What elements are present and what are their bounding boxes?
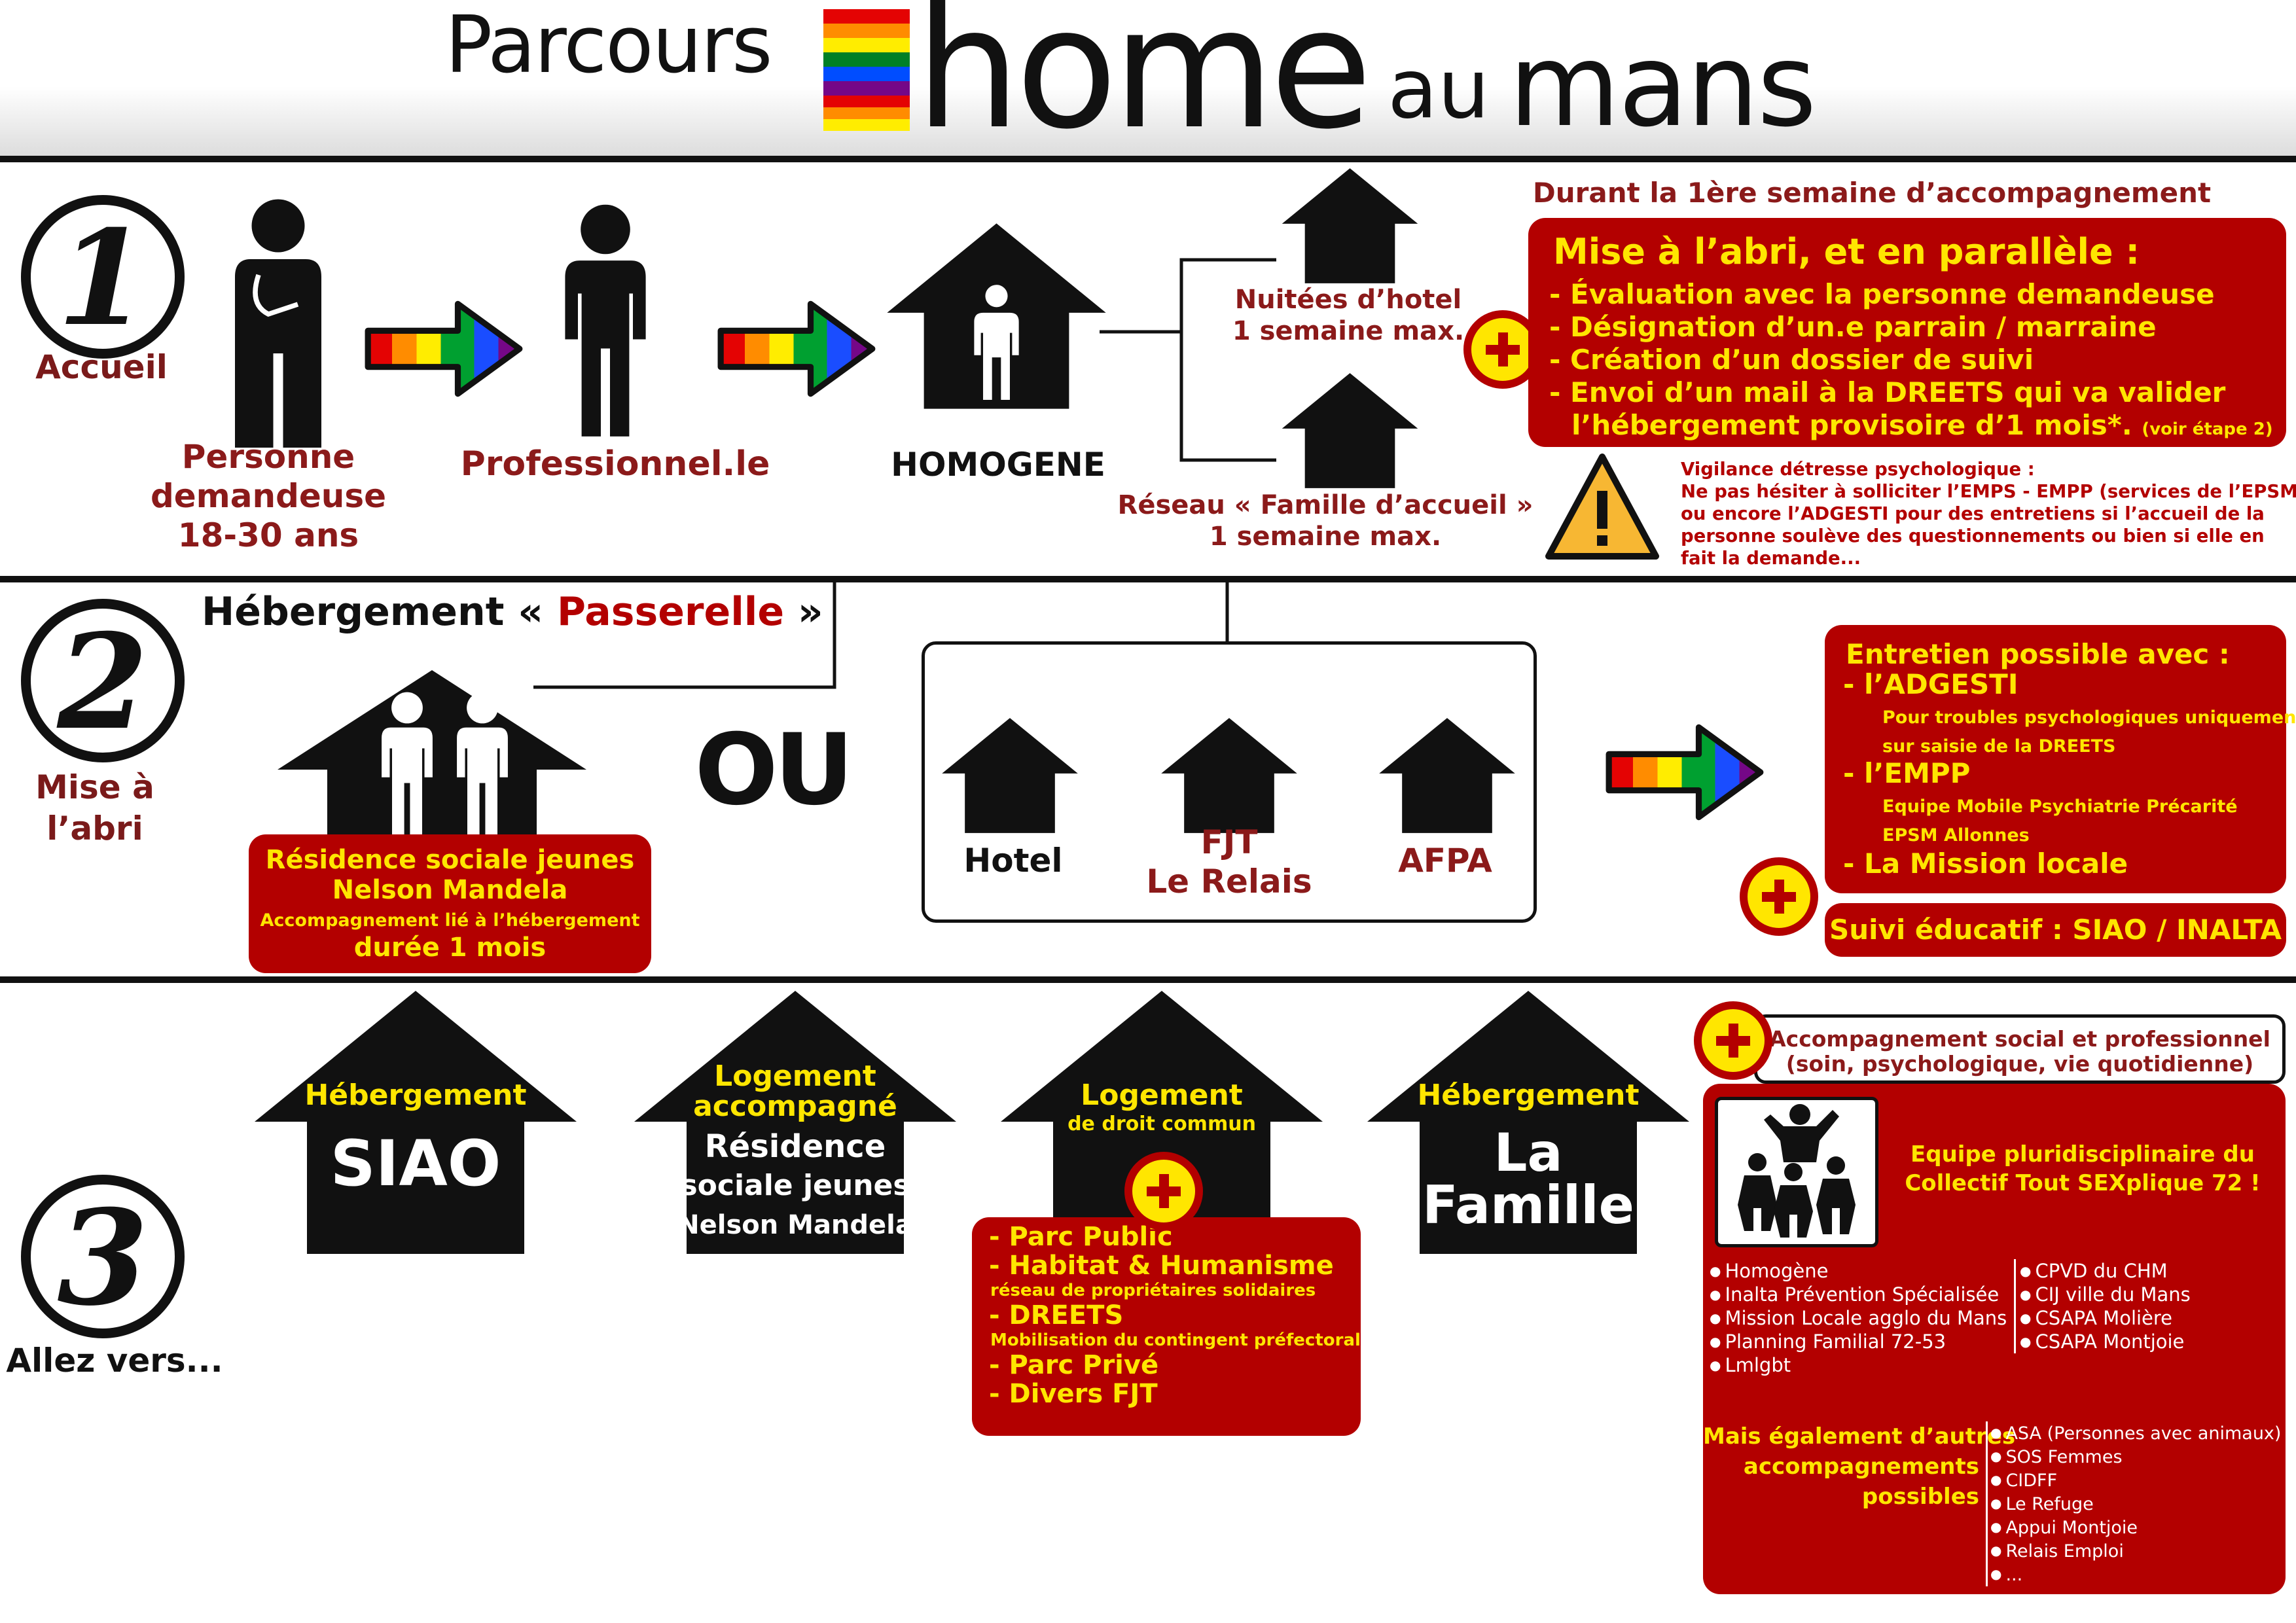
team-list-2: CPVD du CHM CIJ ville du Mans CSAPA Moli… [2014, 1259, 2191, 1353]
first-week-heading: Durant la 1ère semaine d’accompagnement [1532, 177, 2212, 209]
step-1-badge: 1 [21, 195, 185, 359]
warning-text: Vigilance détresse psychologique : Ne pa… [1681, 459, 2296, 569]
person-white-1-icon [378, 690, 437, 841]
step-1-label: Accueil [35, 348, 168, 386]
step-2-badge: 2 [21, 599, 185, 762]
shelter-box: Mise à l’abri, et en parallèle : - Évalu… [1528, 218, 2286, 447]
house-common-law-icon [1001, 991, 1323, 1254]
person-professional-icon [560, 202, 651, 440]
interview-box: Entretien possible avec : - l’ADGESTI Po… [1825, 625, 2296, 893]
house-family-icon [1367, 991, 1689, 1254]
host-family-label: Réseau « Famille d’accueil »1 semaine ma… [1117, 490, 1534, 552]
person-white-2-icon [453, 690, 512, 841]
title-parcours: Parcours [445, 0, 773, 91]
plus-step2-icon [1740, 857, 1818, 936]
title-home: home [915, 0, 1372, 166]
others-title: Mais également d’autres accompagnements … [1703, 1423, 2016, 1510]
warning-icon [1545, 454, 1659, 560]
siao-main-label: SIAO [330, 1127, 501, 1200]
title-mans: mans [1509, 20, 1817, 152]
family-top-label: Hébergement [1417, 1079, 1640, 1112]
title-band [0, 0, 2296, 157]
common-law-box: - Parc Public - Habitat & Humanisme rése… [972, 1217, 1361, 1436]
passerelle-heading: Hébergement « Passerelle » [202, 589, 823, 635]
arrow-2-icon [717, 298, 878, 400]
hotel-label: Hotel [963, 842, 1063, 880]
homogene-label: HOMOGENE [891, 446, 1105, 484]
connector-lines [533, 579, 1229, 689]
plus-common-law-icon [1124, 1152, 1203, 1230]
title-au: au [1388, 42, 1490, 137]
afpa-label: AFPA [1398, 842, 1492, 880]
supported-housing-main-label: Résidence sociale jeunes Nelson Mandela [677, 1128, 913, 1240]
house-homogene-icon [887, 223, 1106, 409]
siao-top-label: Hébergement [304, 1079, 527, 1112]
team-list-1: Homogène Inalta Prévention Spécialisée M… [1710, 1259, 2007, 1377]
support-box: Accompagnement social et professionnel(s… [1754, 1014, 2286, 1084]
branch-lines [1100, 258, 1276, 462]
arrow-1-icon [364, 298, 525, 400]
house-hotel-icon [938, 717, 1082, 834]
person-requester-icon [235, 199, 321, 448]
house-siao-icon [255, 991, 577, 1254]
followup-box: Suivi éducatif : SIAO / INALTA [1825, 903, 2286, 957]
or-text: OU [694, 713, 853, 827]
house-host-family-icon [1280, 372, 1420, 490]
professional-label: Professionnel.le [460, 444, 770, 484]
house-supported-housing-icon [634, 991, 956, 1254]
common-law-top-label: Logement [1081, 1079, 1243, 1112]
step-3-badge: 3 [21, 1175, 185, 1338]
house-afpa-icon [1375, 717, 1519, 834]
common-law-small-label: de droit commun [1067, 1113, 1256, 1135]
plus-step3-icon [1694, 1001, 1772, 1080]
arrow-3-icon [1605, 721, 1766, 823]
others-list: ASA (Personnes avec animaux) SOS Femmes … [1986, 1421, 2281, 1586]
step-3-label: Allez vers... [6, 1342, 223, 1380]
divider-step2-3 [0, 976, 2296, 983]
house-fjt-icon [1157, 717, 1301, 834]
rainbow-flag-icon [823, 9, 910, 131]
team-people-icon [1715, 1097, 1878, 1247]
divider-top [0, 156, 2296, 162]
house-hotel-nights-icon [1280, 167, 1420, 285]
divider-step1-2 [0, 576, 2296, 582]
